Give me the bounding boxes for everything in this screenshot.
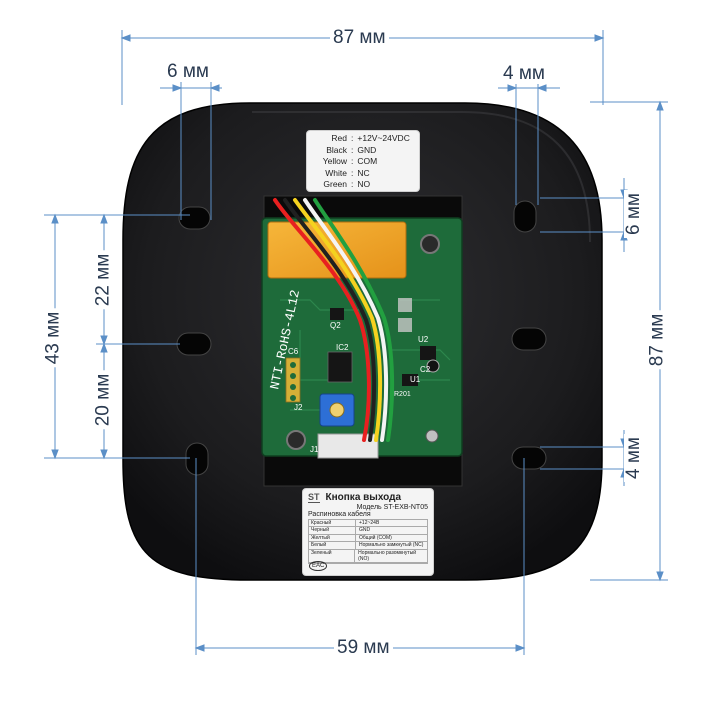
table-row: Красный+12~24В bbox=[309, 520, 427, 528]
mount-hole-bottom-left bbox=[185, 442, 209, 476]
dim-right-height: 87 мм bbox=[646, 310, 668, 370]
ic-chip-u2 bbox=[420, 346, 436, 360]
dim-left-lower: 20 мм bbox=[92, 370, 114, 430]
pcb-ref-j1: J1 bbox=[310, 445, 319, 454]
pin-header-j2 bbox=[285, 357, 301, 403]
wire-function: NC bbox=[357, 167, 370, 178]
pcb-ref-u1: U1 bbox=[410, 375, 421, 384]
mount-hole-top-left bbox=[178, 206, 211, 230]
wire-row-white: White:NC bbox=[307, 168, 419, 180]
pcb-ref-r201: R201 bbox=[394, 391, 411, 398]
wire-color: White bbox=[325, 167, 347, 178]
product-label: ST Кнопка выхода Модель ST-EXB-NT05 Расп… bbox=[302, 488, 434, 576]
pcb-ref-u2: U2 bbox=[418, 335, 429, 344]
pcb-mount-hole-bottom bbox=[286, 430, 306, 450]
cable-wires bbox=[273, 198, 395, 442]
wire-function: +12V~24VDC bbox=[357, 133, 410, 143]
dim-left-hole-offset: 6 мм bbox=[164, 62, 212, 82]
pcb-mount-hole-top bbox=[420, 234, 440, 254]
ic-chip-u1 bbox=[402, 374, 418, 386]
dim-left-total: 43 мм bbox=[42, 308, 64, 368]
brand-logo: ST bbox=[308, 492, 320, 503]
ic-chip-q2 bbox=[330, 308, 344, 320]
wire-row-yellow: Yellow:COM bbox=[307, 156, 419, 168]
screw-terminal bbox=[425, 429, 439, 443]
wire-color: Red bbox=[331, 133, 347, 143]
wire-row-red: Red:+12V~24VDC bbox=[307, 133, 419, 145]
mount-hole-mid-right bbox=[511, 327, 547, 351]
product-model: Модель ST-EXB-NT05 bbox=[356, 504, 428, 511]
pinout-subtitle: Распиновка кабеля bbox=[308, 511, 371, 518]
pcb-ref-q2: Q2 bbox=[330, 321, 341, 330]
pcb-ref-c6: C6 bbox=[288, 347, 299, 356]
smd-pad-array-2 bbox=[398, 318, 412, 332]
pcb-ref-ic2: IC2 bbox=[336, 343, 349, 352]
mount-hole-mid-left bbox=[176, 332, 212, 356]
mount-hole-bottom-right bbox=[511, 446, 547, 470]
wire-color-label: Red:+12V~24VDC Black:GND Yellow:COM Whit… bbox=[306, 130, 420, 192]
ic-chip-ic2 bbox=[327, 351, 353, 383]
capacitor bbox=[426, 359, 440, 373]
mount-hole-top-right bbox=[513, 200, 537, 233]
wire-color: Green bbox=[323, 179, 347, 189]
pcb-ref-j2: J2 bbox=[294, 403, 303, 412]
wire-row-black: Black:GND bbox=[307, 145, 419, 157]
wire-row-green: Green:NO bbox=[307, 179, 419, 191]
product-title: Кнопка выхода bbox=[325, 492, 402, 503]
dim-right-top-hole-offset: 6 мм bbox=[623, 190, 644, 238]
wire-color: Black bbox=[326, 144, 347, 155]
wire-color: Yellow bbox=[322, 156, 347, 166]
dim-bottom-width: 59 мм bbox=[334, 638, 393, 658]
wire-function: GND bbox=[357, 144, 377, 155]
connector-j1 bbox=[317, 433, 379, 459]
dim-right-bottom-offset: 4 мм bbox=[623, 434, 644, 482]
wire-function: COM bbox=[357, 156, 378, 166]
wire-function: NO bbox=[357, 179, 371, 189]
smd-pad-array-1 bbox=[398, 298, 412, 312]
pcb-ref-c2: C2 bbox=[420, 365, 431, 374]
dim-top-width: 87 мм bbox=[330, 28, 389, 48]
dim-right-hole-offset: 4 мм bbox=[500, 64, 548, 84]
dim-left-upper: 22 мм bbox=[92, 250, 114, 310]
certification-mark: EAC bbox=[309, 561, 328, 571]
